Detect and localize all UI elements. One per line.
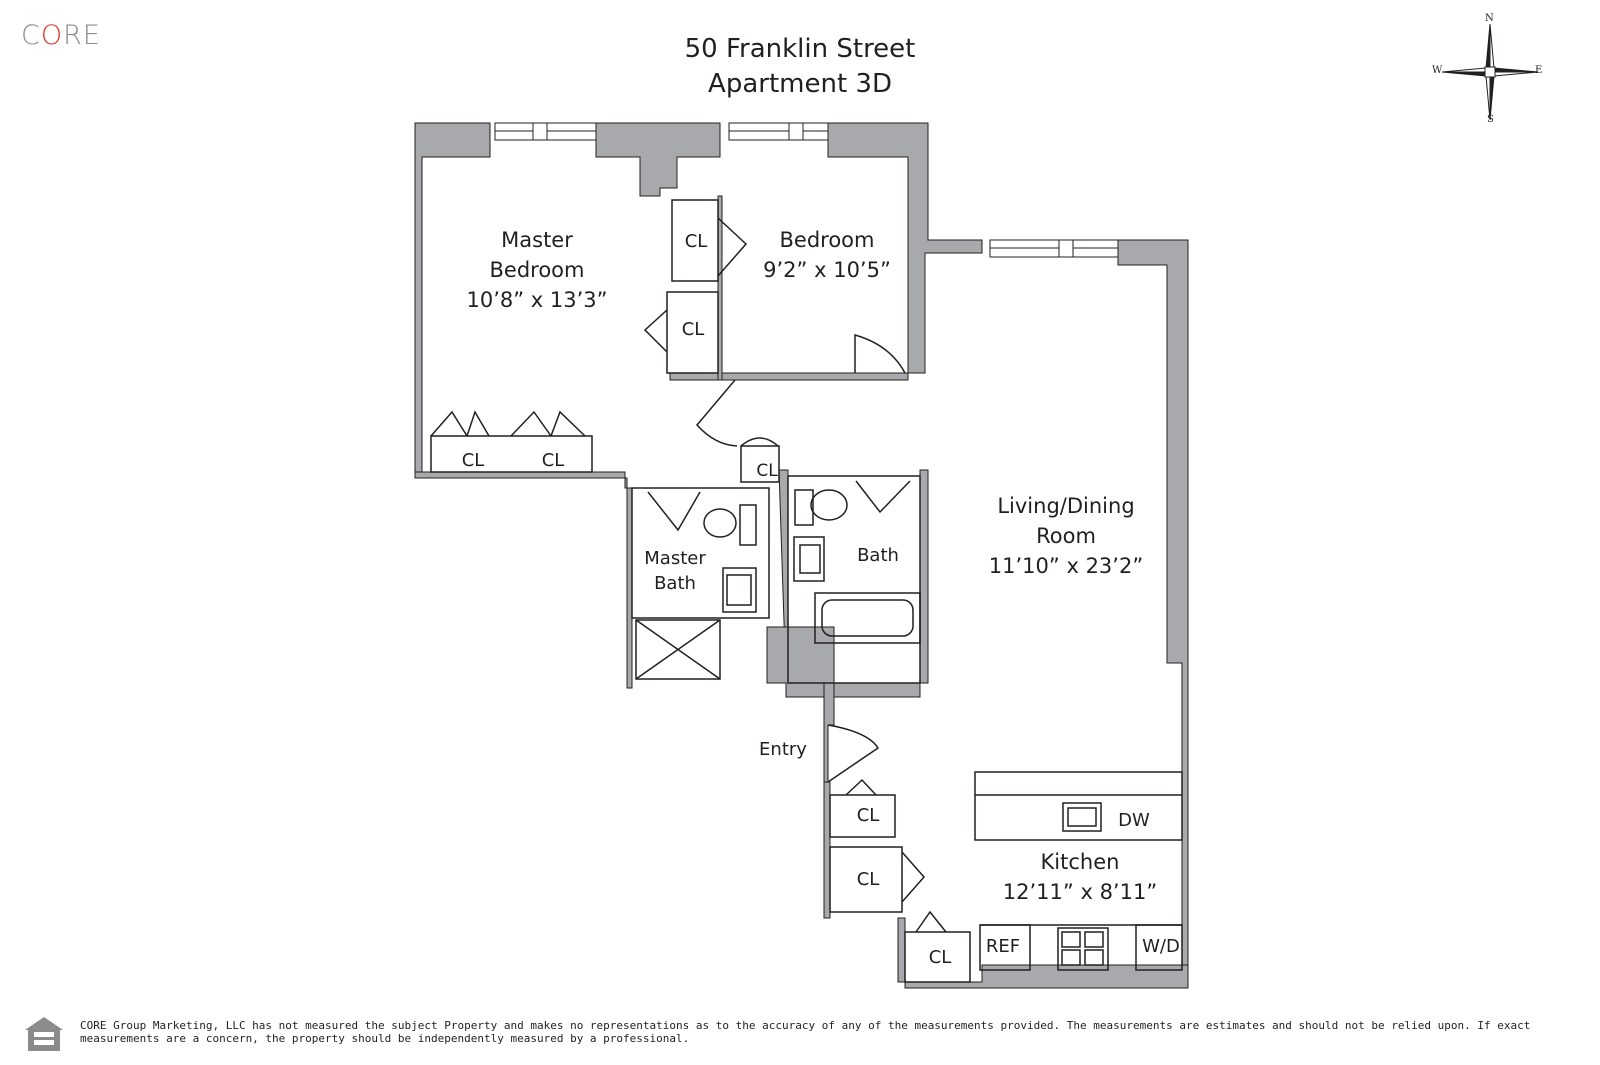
closet-hall	[740, 445, 780, 483]
address-title: 50 Franklin Street	[684, 34, 916, 64]
logo-o: O	[40, 20, 64, 51]
closet-label: CL	[461, 450, 485, 471]
master-shower	[635, 619, 721, 680]
range	[1057, 927, 1109, 971]
compass-rose-icon	[1441, 23, 1539, 121]
closet-label: CL	[856, 869, 880, 890]
closet-bedroom	[671, 199, 719, 282]
closet-kitchen-1	[829, 794, 896, 838]
disclaimer-text: CORE Group Marketing, LLC has not measur…	[80, 1019, 1531, 1045]
bedroom-name: Bedroom	[779, 228, 875, 252]
bathtub	[814, 592, 921, 644]
closet-label: CL	[928, 947, 952, 968]
kitchen-name: Kitchen	[1040, 850, 1120, 874]
wall-east-top	[1117, 239, 1189, 966]
compass-e: E	[1535, 65, 1543, 76]
bath-name: Bath	[857, 545, 899, 566]
closet-kitchen-2	[829, 846, 903, 913]
closet-label: CL	[684, 231, 708, 252]
wall-bedroom-bottom	[669, 372, 909, 381]
compass-w: W	[1432, 65, 1443, 76]
closet-label: CL	[541, 450, 565, 471]
closet-master-side	[666, 291, 719, 374]
master-bath-name-1: Master	[644, 548, 706, 569]
bedroom-dims: 9’2” x 10’5”	[763, 258, 891, 282]
wall-master-bottom	[414, 471, 633, 689]
bath	[787, 475, 921, 684]
wall-north-mid	[595, 122, 721, 197]
dishwasher-label: DW	[1118, 810, 1150, 831]
entry-name: Entry	[759, 739, 807, 760]
compass-n: N	[1485, 13, 1494, 24]
wall-north-right	[827, 122, 983, 374]
washer-dryer-label: W/D	[1142, 936, 1180, 957]
wall-kitchen-west	[823, 781, 831, 919]
wall-entry-west	[823, 682, 835, 783]
bedroom-door	[854, 334, 906, 374]
master-bedroom-dims: 10’8” x 13’3”	[466, 288, 608, 312]
master-bath	[631, 487, 770, 619]
master-bath-name-2: Bath	[654, 573, 696, 594]
refrigerator-label: REF	[985, 936, 1021, 957]
living-name-1: Living/Dining	[997, 494, 1135, 518]
kitchen-dims: 12’11” x 8’11”	[1002, 880, 1158, 904]
apartment-title: Apartment 3D	[708, 69, 892, 99]
master-bedroom-name-2: Bedroom	[489, 258, 585, 282]
entry-door	[827, 724, 880, 783]
core-logo: CORE	[21, 20, 101, 51]
living-dims: 11’10” x 23’2”	[988, 554, 1144, 578]
kitchen-island	[974, 771, 1183, 841]
compass-s: S	[1487, 114, 1494, 125]
closet-label: CL	[756, 461, 778, 481]
logo-re: RE	[63, 20, 101, 51]
closet-label: CL	[681, 319, 705, 340]
closet-kitchen-3	[904, 931, 971, 983]
wall-bath-block	[766, 626, 835, 698]
logo-c: C	[21, 20, 41, 51]
master-closets	[430, 435, 593, 473]
closet-label: CL	[856, 805, 880, 826]
living-name-2: Room	[1036, 524, 1096, 548]
equal-housing-icon	[25, 1017, 63, 1051]
master-bedroom-name-1: Master	[501, 228, 573, 252]
